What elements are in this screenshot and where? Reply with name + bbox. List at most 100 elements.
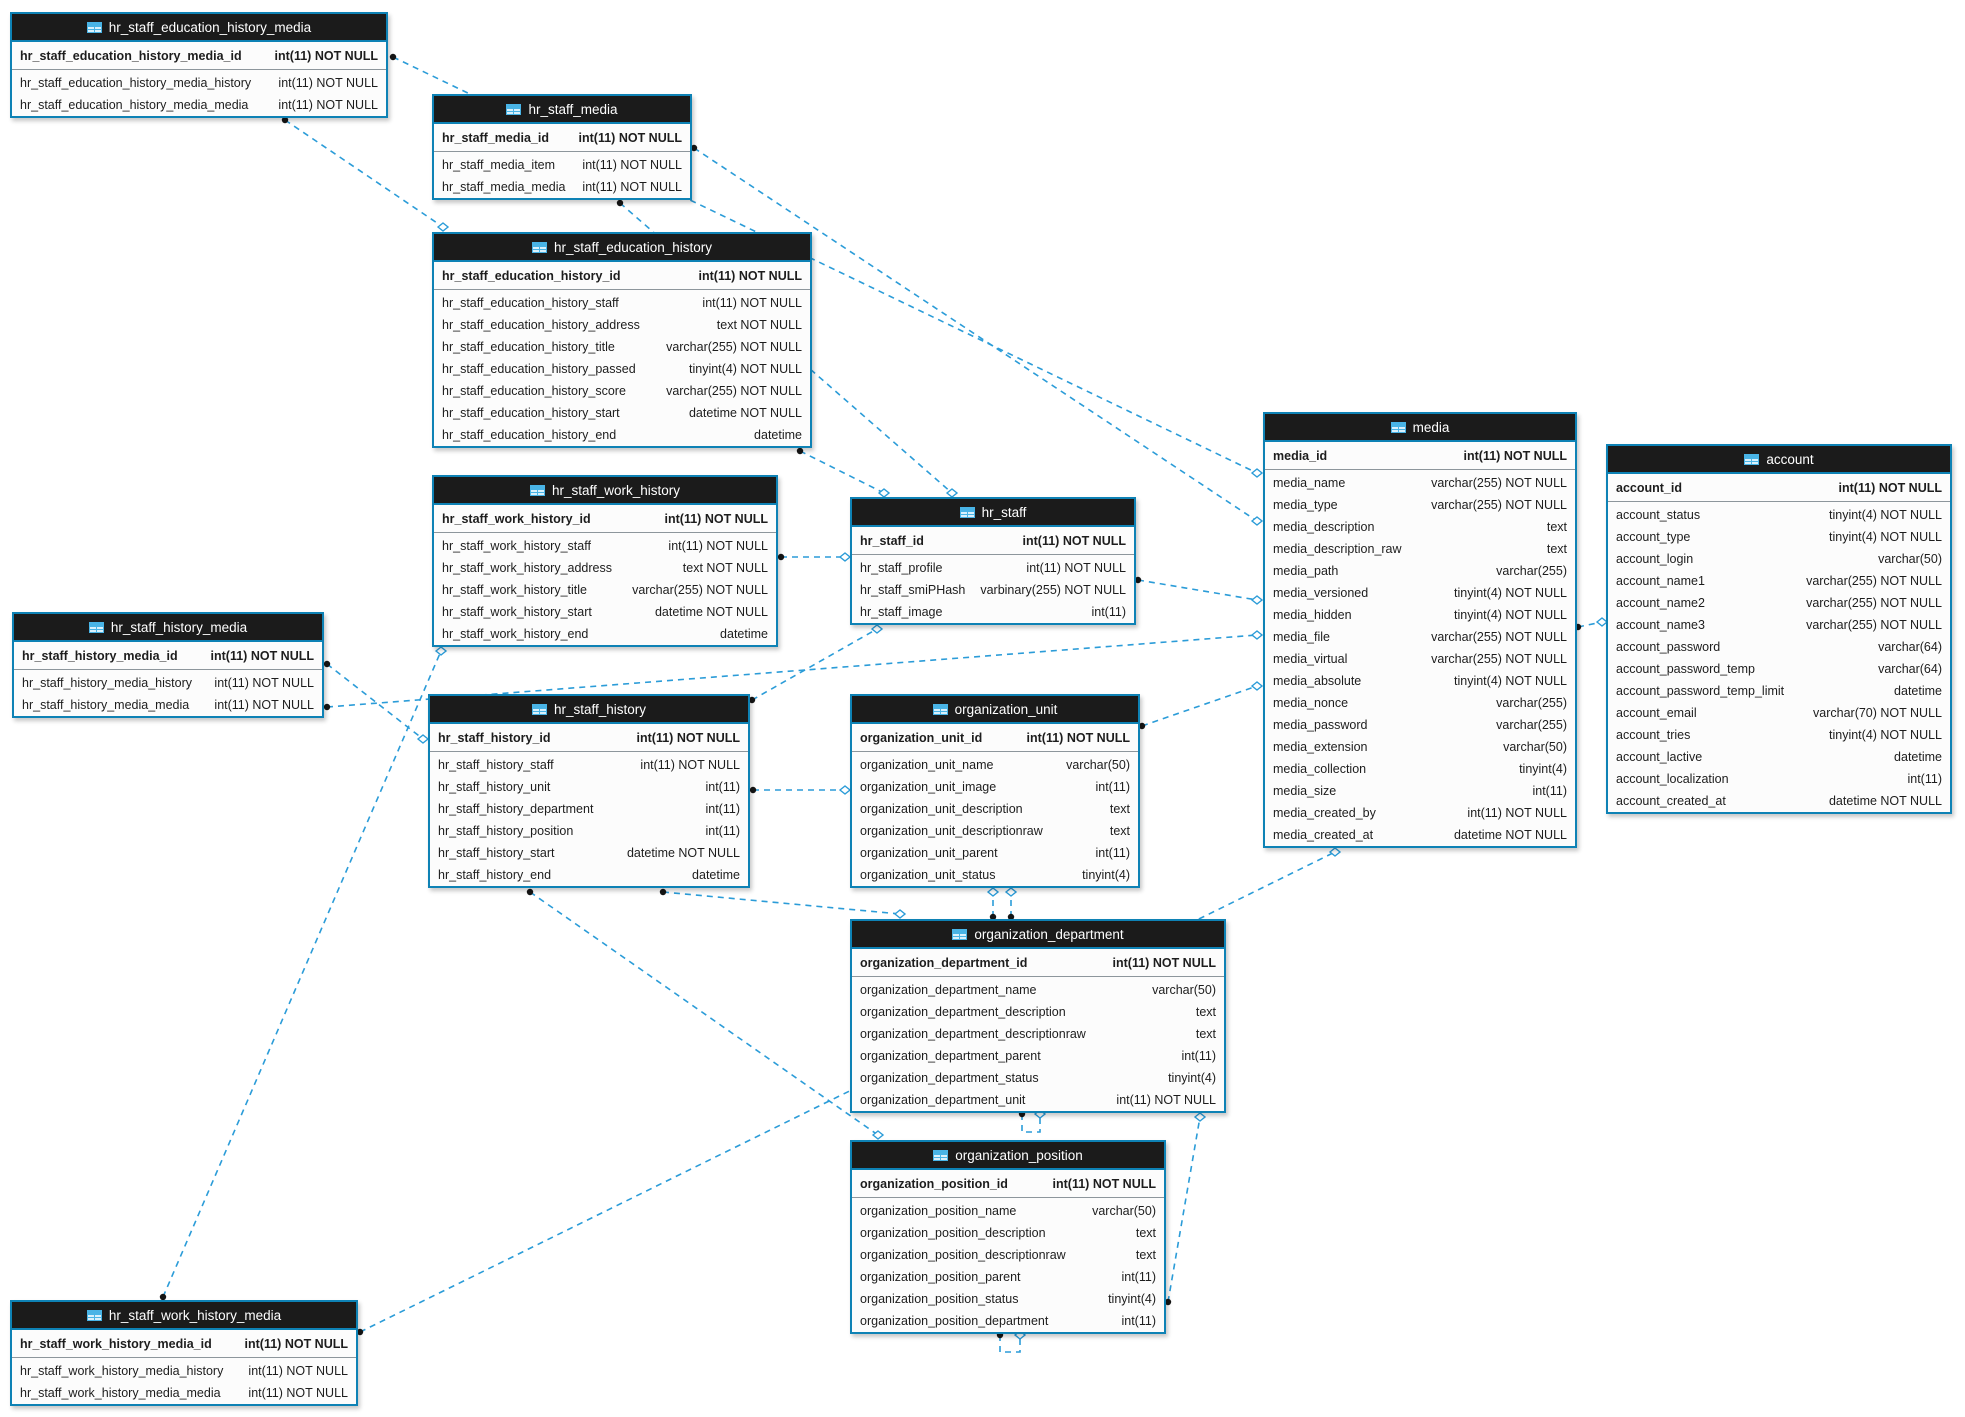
relationship-hr_staff_history-to-organization_position[interactable] [526,888,885,1140]
relationship-hr_staff_history-to-hr_staff[interactable] [748,624,884,704]
relationship-organization_position-parent-self[interactable] [996,1330,1027,1353]
relationship-hr_staff_work_history-to-hr_staff[interactable] [777,552,852,562]
table-header[interactable]: hr_staff_work_history [434,477,776,505]
table-header[interactable]: hr_staff_history [430,696,748,724]
relationship-organization_department-to-organization_unit[interactable] [986,887,1000,921]
table-header[interactable]: organization_unit [852,696,1138,724]
relationship-hr_staff_history-to-organization_unit[interactable] [749,785,852,795]
relationship-organization_unit-to-media[interactable] [1138,681,1264,730]
relationship-hr_staff_history_media-to-hr_staff_history[interactable] [323,660,430,744]
table-header[interactable]: hr_staff_media [434,96,690,124]
relationship-hr_staff_education_history_media-to-hr_staff_education_history[interactable] [281,116,450,232]
relationship-organization_department-parent-self[interactable] [1018,1109,1047,1133]
table-header[interactable]: hr_staff_education_history_media [12,14,386,42]
table-header[interactable]: account [1608,446,1950,474]
relationship-media-to-account[interactable] [1574,617,1609,631]
table-header[interactable]: hr_staff_work_history_media [12,1302,356,1330]
relationship-hr_staff-to-media[interactable] [1134,576,1264,605]
table-header[interactable]: hr_staff [852,499,1134,527]
table-field-row[interactable]: hr_staff_education_history_media_history… [12,72,386,94]
table-header[interactable]: organization_department [852,921,1224,949]
table-organization_department[interactable]: organization_department organization_depa… [850,919,1226,1113]
table-header[interactable]: organization_position [852,1142,1164,1170]
